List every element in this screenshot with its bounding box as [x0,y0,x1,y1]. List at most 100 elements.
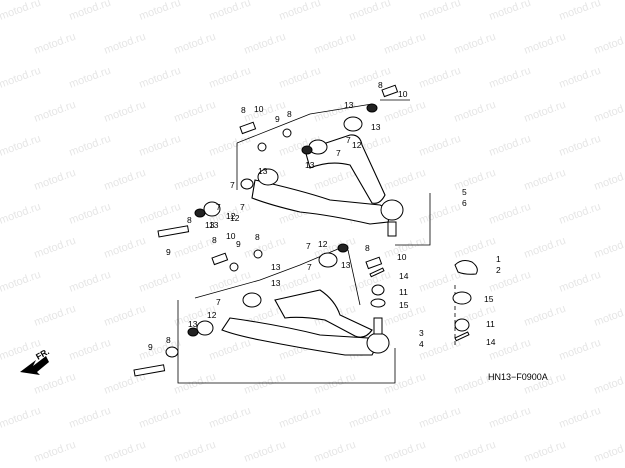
watermark-text: motod.ru [0,201,42,227]
watermark-text: motod.ru [68,405,113,431]
watermark-text: motod.ru [418,0,463,23]
watermark-text: motod.ru [453,167,498,193]
watermark-text: motod.ru [593,99,625,125]
watermark-text: motod.ru [138,0,183,23]
watermark-text: motod.ru [138,201,183,227]
watermark-text: motod.ru [243,235,288,261]
callout-number: 12 [226,211,236,221]
watermark-text: motod.ru [453,31,498,57]
watermark-text: motod.ru [348,405,393,431]
callout-number: 2 [496,265,501,275]
watermark-text: motod.ru [103,303,148,329]
watermark-text: motod.ru [173,99,218,125]
watermark-text: motod.ru [593,303,625,329]
lower-arm-assembly [133,243,396,384]
watermark-text: motod.ru [488,65,533,91]
callout-number: 7 [307,262,312,272]
watermark-text: motod.ru [208,133,253,159]
watermark-text: motod.ru [103,235,148,261]
callout-number: 7 [336,148,341,158]
callout-number: 12 [318,239,328,249]
callout-number: 12 [352,140,362,150]
watermark-text: motod.ru [593,235,625,261]
callout-number: 13 [305,160,315,170]
callout-number: 8 [212,235,217,245]
callout-number: 7 [230,180,235,190]
watermark-text: motod.ru [103,439,148,465]
callout-number: 13 [205,220,215,230]
watermark-text: motod.ru [173,167,218,193]
front-direction-arrow: FR. [20,346,51,375]
callout-number: 4 [419,339,424,349]
watermark-text: motod.ru [173,31,218,57]
watermark-text: motod.ru [558,337,603,363]
callout-number: 9 [275,114,280,124]
watermark-text: motod.ru [33,167,78,193]
callout-number: 13 [188,319,198,329]
callout-number: 8 [378,80,383,90]
watermark-text: motod.ru [348,65,393,91]
callout-number: 8 [241,105,246,115]
watermark-text: motod.ru [243,31,288,57]
callout-number: 7 [216,297,221,307]
callout-number: 3 [419,328,424,338]
callout-number: 8 [166,335,171,345]
callout-number: 8 [365,243,370,253]
watermark-text: motod.ru [418,201,463,227]
callout-number: 5 [462,187,467,197]
watermark-text: motod.ru [0,269,42,295]
watermark-text: motod.ru [138,65,183,91]
watermark-text: motod.ru [418,269,463,295]
watermark-text: motod.ru [418,65,463,91]
callout-number: 9 [148,342,153,352]
watermark-text: motod.ru [453,99,498,125]
watermark-text: motod.ru [558,405,603,431]
callout-number: 9 [236,239,241,249]
callout-number: 13 [271,262,281,272]
upper-arm-assembly [157,84,431,246]
watermark-text: motod.ru [313,439,358,465]
callout-number: 13 [209,220,219,230]
callout-number: 13 [371,122,381,132]
watermark-text: motod.ru [523,235,568,261]
watermark-text: motod.ru [208,65,253,91]
watermark-text: motod.ru [138,133,183,159]
watermark-text: motod.ru [0,133,42,159]
callout-number: 13 [344,100,354,110]
watermark-text: motod.ru [558,65,603,91]
watermark-text: motod.ru [278,65,323,91]
callout-number: 8 [255,232,260,242]
watermark-text: motod.ru [418,405,463,431]
callout-number: 15 [484,294,494,304]
watermark-text: motod.ru [278,0,323,23]
callout-number: 12 [207,310,217,320]
watermark-text: motod.ru [558,269,603,295]
watermark-text: motod.ru [558,0,603,23]
watermark-text: motod.ru [383,167,428,193]
callout-number: 11 [486,319,495,329]
watermark-text: motod.ru [453,439,498,465]
watermark-text: motod.ru [313,31,358,57]
side-parts [369,260,478,345]
watermark-text: motod.ru [68,337,113,363]
watermark-text: motod.ru [488,405,533,431]
watermark-text: motod.ru [488,201,533,227]
watermark-text: motod.ru [523,31,568,57]
watermark-text: motod.ru [243,439,288,465]
watermark-text: motod.ru [33,99,78,125]
watermark-text: motod.ru [208,269,253,295]
callout-number: 10 [398,89,408,99]
watermark-text: motod.ru [348,269,393,295]
watermark-text: motod.ru [278,405,323,431]
watermark-text: motod.ru [523,439,568,465]
watermark-text: motod.ru [383,99,428,125]
watermark-text: motod.ru [208,0,253,23]
watermark-text: motod.ru [593,31,625,57]
callout-number: 10 [397,252,407,262]
watermark-text: motod.ru [103,99,148,125]
watermark-text: motod.ru [33,303,78,329]
callout-number: 9 [166,247,171,257]
watermark-text: motod.ru [138,269,183,295]
watermark-text: motod.ru [173,371,218,397]
